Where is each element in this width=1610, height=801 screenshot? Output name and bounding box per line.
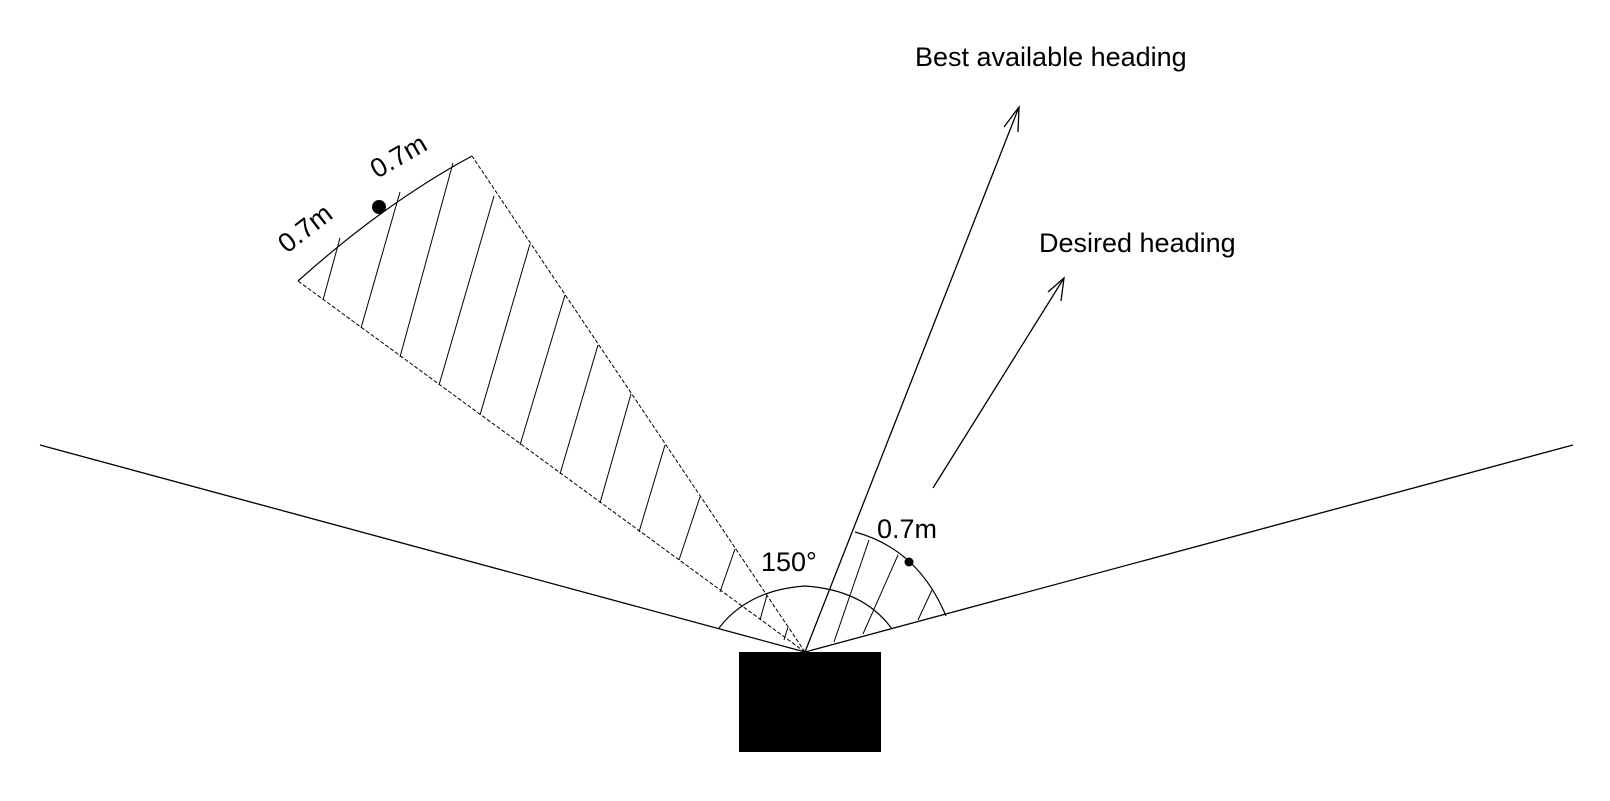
fov-angle-arc (718, 585, 893, 630)
left-gap-sector (297, 155, 806, 653)
right-gap-width-label: 0.7m (877, 514, 937, 544)
left-gap-width-label-inner: 0.7m (365, 128, 432, 184)
right-gap-midpoint-dot (904, 557, 914, 567)
left-gap-edge-upper (471, 155, 806, 653)
fov-boundary-left (39, 444, 806, 653)
fov-angle-label: 150° (761, 547, 817, 577)
robot-body (739, 652, 881, 752)
left-gap-edge-lower (297, 280, 806, 653)
left-gap-arc (297, 155, 473, 282)
best-heading-label: Best available heading (915, 42, 1187, 72)
right-gap-hatching (833, 539, 933, 643)
right-gap-sector (833, 531, 947, 643)
left-gap-width-label-outer: 0.7m (272, 198, 338, 259)
left-gap-midpoint-dot (372, 200, 386, 214)
desired-heading-label: Desired heading (1039, 228, 1236, 258)
desired-heading-arrow (932, 276, 1065, 489)
best-heading-arrowhead (1003, 104, 1020, 133)
right-gap-arc (854, 531, 947, 617)
desired-heading-arrowhead (1047, 276, 1065, 302)
left-gap-hatching (322, 162, 789, 641)
best-heading-arrow (804, 104, 1020, 653)
fov-boundary-right (804, 444, 1574, 653)
